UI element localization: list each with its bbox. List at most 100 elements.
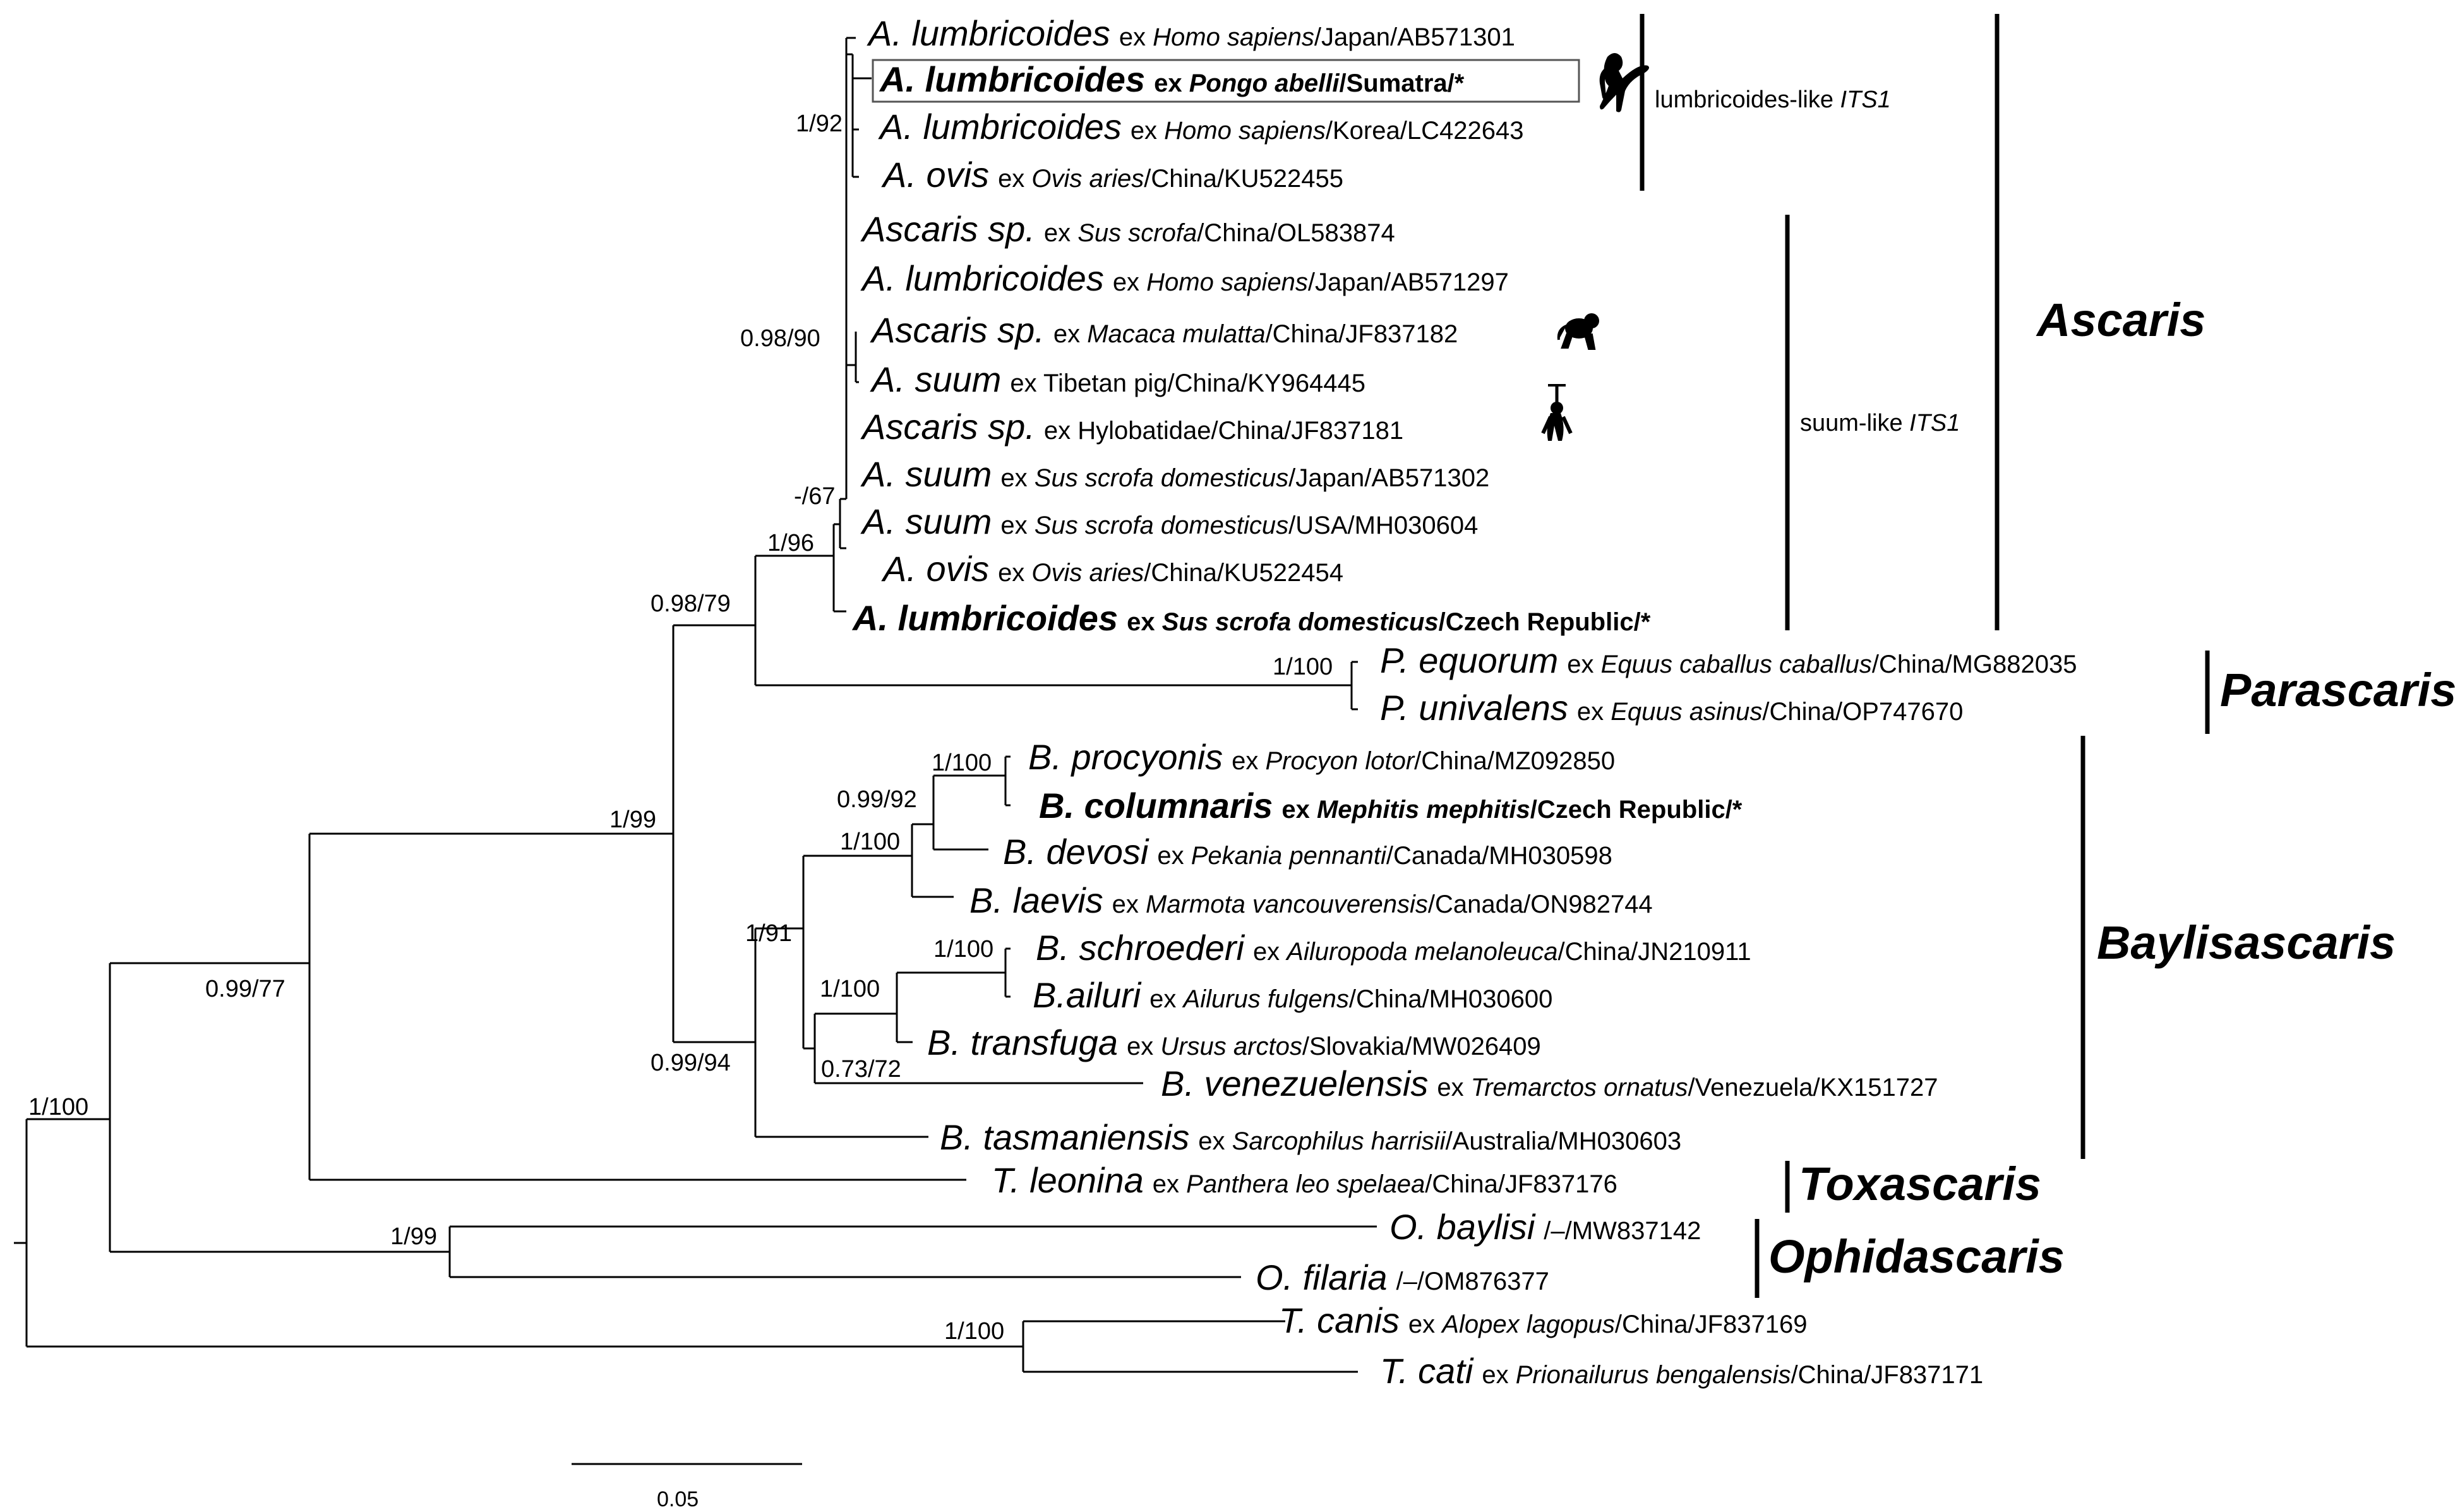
taxon-host-prefix: ex <box>1053 320 1087 348</box>
taxon-detail: /China/KU522454 <box>1144 559 1343 587</box>
support-value: 1/100 <box>28 1094 88 1120</box>
support-value: 1/100 <box>840 829 900 855</box>
taxon-detail: Homo sapiens <box>1146 268 1308 296</box>
taxon-name: T. canis <box>1279 1300 1400 1340</box>
highlight-box <box>872 59 1580 103</box>
taxon-detail: /China/JF837171 <box>1791 1361 1984 1389</box>
taxon-suffix: sp. <box>988 310 1045 350</box>
taxon-detail: Ursus arctos <box>1160 1033 1302 1060</box>
support-value: 1/99 <box>609 807 656 833</box>
taxon-name: A. suum <box>870 359 1001 399</box>
taxon-host-prefix: ex <box>1482 1361 1515 1389</box>
taxon-detail: /Canada/MH030598 <box>1386 842 1612 870</box>
taxon-host-prefix: ex <box>1149 985 1183 1013</box>
taxon-host-prefix: ex <box>1044 219 1077 247</box>
taxon-detail: Procyon lotor <box>1266 747 1415 775</box>
support-values: 1/92 0.98/90 -/67 1/96 0.98/79 1/100 1/1… <box>28 111 1333 1345</box>
support-value: -/67 <box>794 483 835 510</box>
taxon-name: B. procyonis <box>1028 737 1223 777</box>
taxon-detail: Panthera leo spelaea <box>1186 1170 1425 1198</box>
support-value: 1/100 <box>932 750 992 776</box>
taxon-host-prefix: ex <box>1157 842 1191 870</box>
taxon-detail: Tremarctos ornatus <box>1471 1074 1688 1101</box>
taxon-detail: Mephitis mephitis <box>1317 796 1530 824</box>
taxon-host-prefix: ex <box>1131 117 1164 145</box>
taxon-host-prefix: ex <box>1437 1074 1470 1101</box>
taxon-name: A. ovis <box>881 549 989 589</box>
taxon-name: A. lumbricoides <box>878 107 1122 147</box>
genus-label-ascaris: Ascaris <box>2036 294 2205 346</box>
taxon-detail: Ovis aries <box>1031 165 1144 193</box>
taxon-name: A. lumbricoides <box>867 13 1110 53</box>
orangutan-silhouette-icon <box>1599 53 1649 112</box>
taxon-detail: /China/KU522455 <box>1144 165 1343 193</box>
support-value: 0.73/72 <box>821 1056 901 1083</box>
taxon-detail: Sus scrofa domesticus <box>1035 512 1288 539</box>
genus-label-toxascaris: Toxascaris <box>1799 1158 2041 1210</box>
taxon-detail: Sarcophilus harrisii <box>1232 1127 1446 1155</box>
tree-branches <box>14 37 1377 1373</box>
genus-label-baylisascaris: Baylisascaris <box>2097 916 2396 969</box>
taxon-label: Ascaris sp.ex Sus scrofa/China/OL583874 <box>860 209 1395 249</box>
taxon-name: O. filaria <box>1256 1257 1388 1297</box>
taxon-detail: Sus scrofa <box>1077 219 1197 247</box>
taxon-label: O. baylisi /–/MW837142 <box>1389 1207 1701 1247</box>
taxon-label: Ascaris sp.ex Macaca mulatta/China/JF837… <box>870 310 1458 350</box>
support-value: 1/100 <box>1273 654 1333 680</box>
group-label-suum-its1: suum-like ITS1 <box>1800 410 1960 436</box>
taxon-detail: Ailuropoda melanoleuca <box>1285 938 1557 966</box>
taxon-name: A. suum <box>860 501 992 541</box>
taxon-detail: /Japan/AB571302 <box>1288 464 1489 492</box>
taxon-name: B. devosi <box>1003 832 1149 872</box>
taxon-name: A. lumbricoides <box>851 598 1118 638</box>
taxon-host-prefix: /–/MW837142 <box>1544 1217 1701 1245</box>
taxon-host-prefix: ex <box>1127 608 1162 636</box>
taxon-name: O. baylisi <box>1389 1207 1536 1247</box>
scale-bar-label: 0.05 <box>657 1487 699 1511</box>
taxon-host-prefix: ex <box>1154 69 1189 97</box>
taxon-detail: /China/JN210911 <box>1557 938 1751 966</box>
taxon-name: P. univalens <box>1380 688 1568 728</box>
taxon-detail: /China/MH030600 <box>1349 985 1552 1013</box>
taxon-name: A. lumbricoides <box>860 258 1104 298</box>
genus-label-parascaris: Parascaris <box>2220 664 2456 716</box>
taxon-detail: /China/OP747670 <box>1762 698 1963 726</box>
taxon-name: Ascaris <box>860 407 978 447</box>
taxon-detail: /China/JF837176 <box>1425 1170 1617 1198</box>
taxon-detail: /Czech Republic/* <box>1439 608 1651 636</box>
taxon-name: Ascaris <box>870 310 988 350</box>
taxon-detail: /USA/MH030604 <box>1288 512 1478 539</box>
taxon-detail: Ailurus fulgens <box>1182 985 1349 1013</box>
taxon-detail: Marmota vancouverensis <box>1146 891 1428 918</box>
taxon-detail: Prionailurus bengalensis <box>1516 1361 1791 1389</box>
taxon-name: B.ailuri <box>1033 975 1142 1015</box>
taxon-detail: Pekania pennanti <box>1191 842 1387 870</box>
taxon-detail: Homo sapiens <box>1164 117 1326 145</box>
taxon-host-prefix: ex <box>998 165 1031 193</box>
support-value: 1/92 <box>796 111 843 137</box>
support-value: 0.99/94 <box>651 1050 731 1076</box>
taxon-suffix: sp. <box>978 209 1035 249</box>
taxon-name: T. leonina <box>992 1160 1144 1200</box>
group-bars <box>1640 14 2210 1298</box>
taxon-name: A. ovis <box>881 155 989 195</box>
taxon-host-prefix: ex <box>1567 651 1600 678</box>
taxon-name: B. columnaris <box>1039 786 1273 825</box>
taxon-name: P. equorum <box>1380 640 1558 680</box>
taxon-detail: Homo sapiens <box>1153 23 1314 51</box>
taxon-labels: A. lumbricoides ex Homo sapiens/Japan/AB5… <box>851 13 2077 1391</box>
taxon-detail: Macaca mulatta <box>1087 320 1265 348</box>
support-value: 0.98/79 <box>651 591 731 617</box>
